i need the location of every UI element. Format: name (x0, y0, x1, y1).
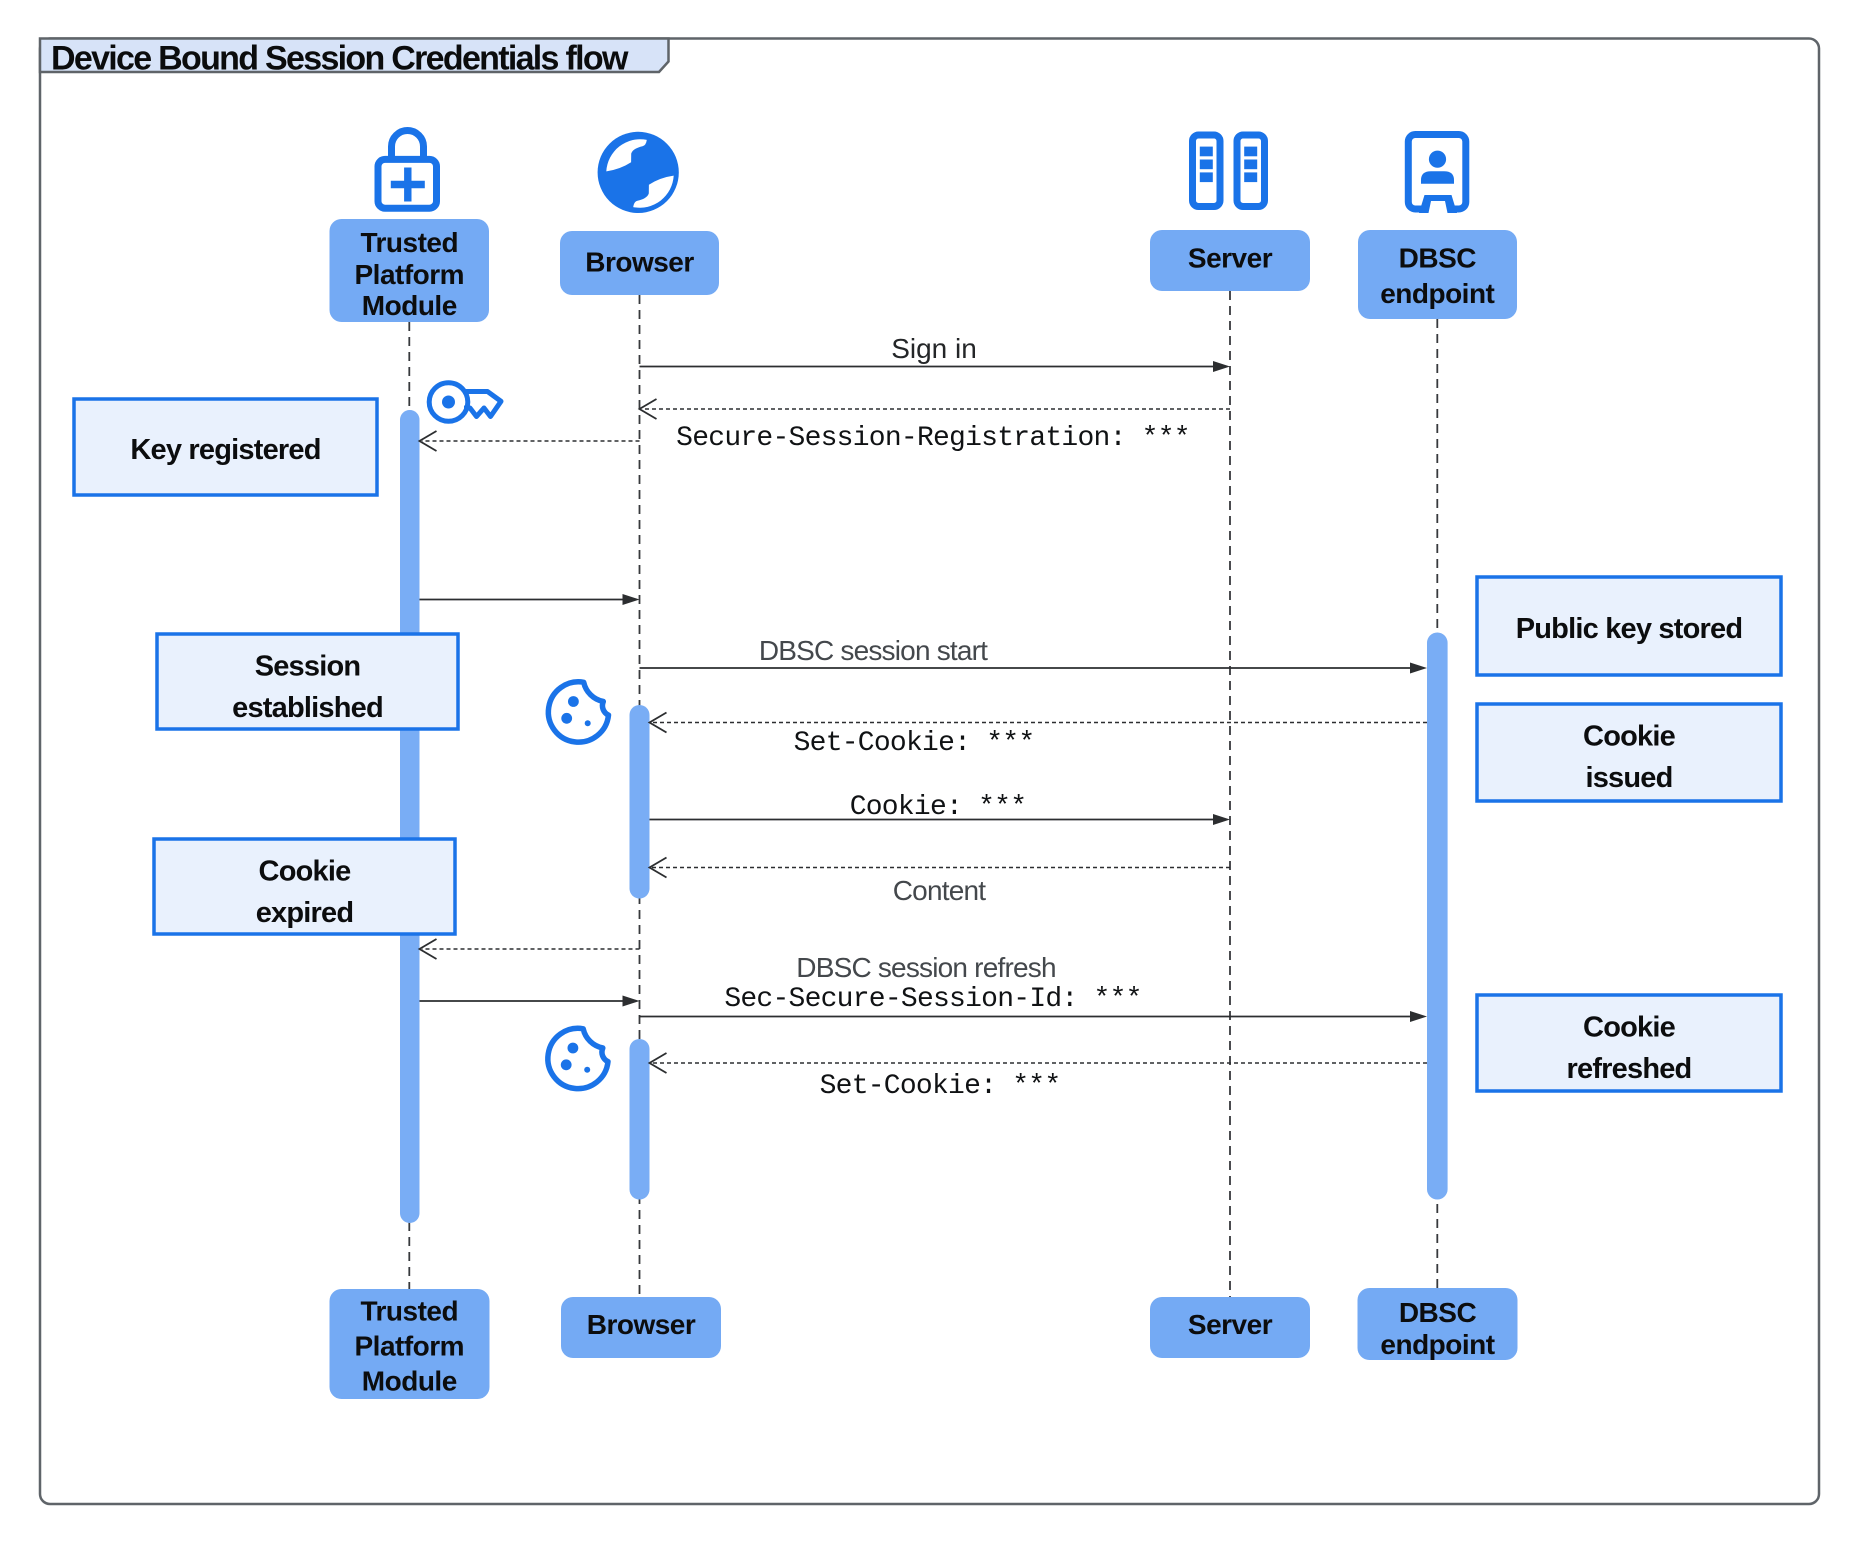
svg-text:DBSC session refresh: DBSC session refresh (796, 952, 1055, 983)
svg-text:Set-Cookie: ***: Set-Cookie: *** (820, 1071, 1061, 1102)
svg-text:Server: Server (1188, 243, 1273, 274)
svg-text:expired: expired (256, 897, 354, 929)
svg-text:endpoint: endpoint (1380, 1329, 1494, 1360)
svg-text:Content: Content (893, 875, 986, 906)
svg-text:issued: issued (1585, 762, 1672, 794)
svg-text:Trusted: Trusted (360, 1296, 458, 1327)
svg-text:Browser: Browser (587, 1309, 696, 1340)
svg-text:Cookie: Cookie (1583, 1012, 1676, 1044)
svg-text:DBSC: DBSC (1399, 243, 1477, 274)
svg-text:Cookie: ***: Cookie: *** (850, 792, 1027, 823)
svg-text:Trusted: Trusted (360, 227, 458, 258)
svg-text:Session: Session (255, 651, 361, 683)
svg-text:refreshed: refreshed (1567, 1053, 1692, 1085)
svg-text:Cookie: Cookie (1583, 721, 1676, 753)
svg-text:DBSC: DBSC (1399, 1297, 1477, 1328)
svg-text:Key registered: Key registered (130, 434, 320, 466)
svg-text:Browser: Browser (585, 247, 694, 278)
svg-text:Public key stored: Public key stored (1516, 613, 1743, 645)
svg-text:Module: Module (362, 1366, 457, 1397)
svg-text:Device Bound Session Credentia: Device Bound Session Credentials flow (51, 40, 629, 78)
svg-text:established: established (232, 692, 383, 724)
svg-text:Module: Module (362, 290, 457, 321)
svg-text:endpoint: endpoint (1380, 278, 1494, 309)
svg-text:Cookie: Cookie (259, 856, 352, 888)
svg-text:Platform: Platform (355, 1331, 465, 1362)
svg-text:DBSC session start: DBSC session start (759, 635, 988, 666)
svg-text:Set-Cookie: ***: Set-Cookie: *** (794, 728, 1035, 759)
svg-text:Secure-Session-Registration: *: Secure-Session-Registration: *** (676, 423, 1190, 454)
svg-text:Platform: Platform (355, 259, 465, 290)
svg-text:Sign in: Sign in (891, 333, 977, 364)
svg-text:Server: Server (1188, 1309, 1273, 1340)
svg-text:Sec-Secure-Session-Id: ***: Sec-Secure-Session-Id: *** (724, 984, 1141, 1015)
